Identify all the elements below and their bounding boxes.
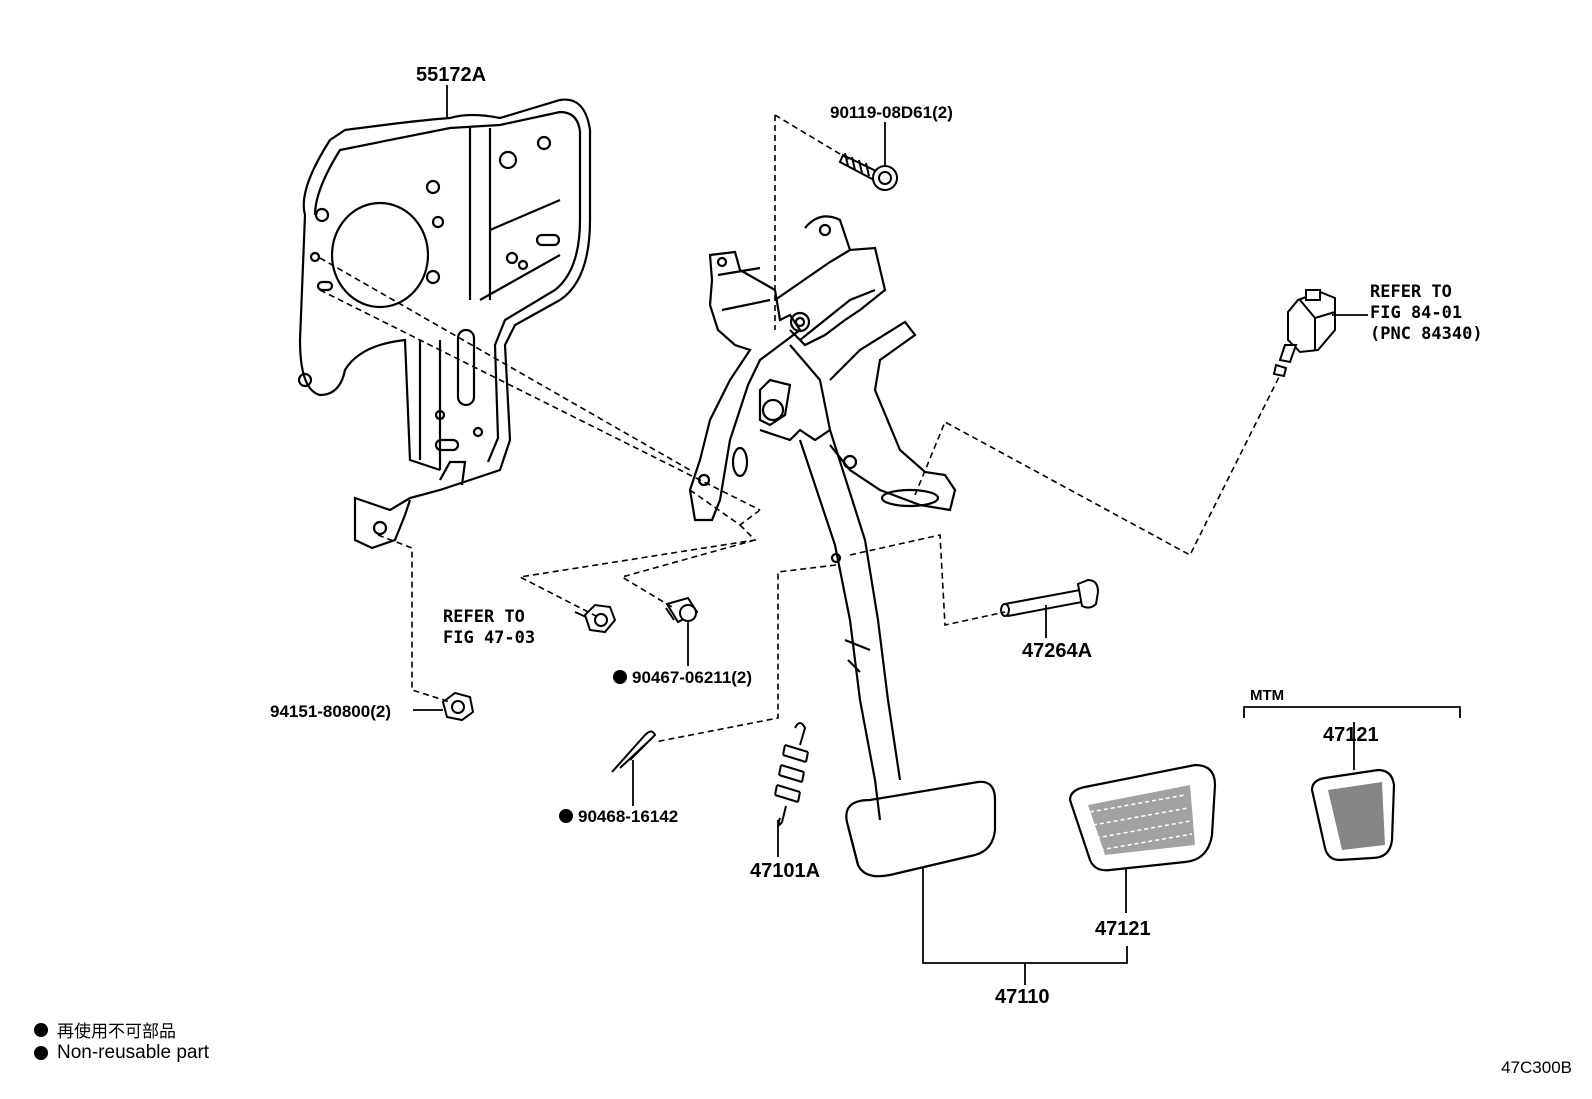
return-spring-icon (774, 722, 809, 827)
pedal-pad-rubber (1068, 763, 1217, 872)
legend-english-text: Non-reusable part (57, 1042, 210, 1063)
label-pedal-pad: 47121 (1095, 918, 1151, 940)
label-bracket: 55172A (416, 64, 486, 86)
stop-lamp-switch-icon (1272, 289, 1336, 378)
legend-japanese: 再使用不可部品 (34, 1017, 176, 1042)
label-bushing: 90467-06211(2) (632, 668, 752, 687)
label-refer-nut-1: REFER TO (443, 607, 525, 627)
label-bolt: 90119-08D61(2) (830, 103, 953, 122)
label-refer-switch-1: REFER TO (1370, 282, 1452, 302)
label-pin: 47264A (1022, 640, 1092, 662)
label-refer-nut-2: FIG 47-03 (443, 628, 535, 648)
refer-nut-icon (583, 603, 617, 634)
label-spring: 47101A (750, 860, 820, 882)
mtm-pedal-pad (1310, 768, 1396, 862)
bushing-icon (665, 596, 699, 624)
figure-code: 47C300B (1501, 1058, 1572, 1077)
mtm-bracket-line (1243, 706, 1461, 718)
non-reusable-marker-bushing (613, 670, 627, 684)
label-pedal-assy: 47110 (995, 986, 1050, 1008)
brake-pedal-arm (688, 215, 997, 878)
label-mtm-group: MTM (1250, 687, 1284, 704)
legend-dot-icon (34, 1046, 48, 1060)
legend-dot-icon (34, 1022, 48, 1037)
label-nut: 94151-80800(2) (270, 702, 391, 721)
legend-english: Non-reusable part (34, 1042, 209, 1064)
non-reusable-marker-clip (559, 809, 573, 823)
clip-pin-icon (611, 730, 657, 773)
label-refer-switch-2: FIG 84-01 (1370, 303, 1462, 323)
label-clip: 90468-16142 (578, 807, 678, 826)
legend-japanese-text: 再使用不可部品 (57, 1022, 176, 1042)
dashed-assembly-lines (319, 114, 1281, 743)
pedal-pin-icon (1000, 578, 1100, 618)
leader-lines (413, 85, 1368, 985)
label-refer-switch-3: (PNC 84340) (1370, 324, 1483, 344)
pedal-support-bracket (297, 98, 592, 550)
flange-nut-icon (441, 691, 475, 722)
label-mtm-pad: 47121 (1323, 724, 1379, 746)
